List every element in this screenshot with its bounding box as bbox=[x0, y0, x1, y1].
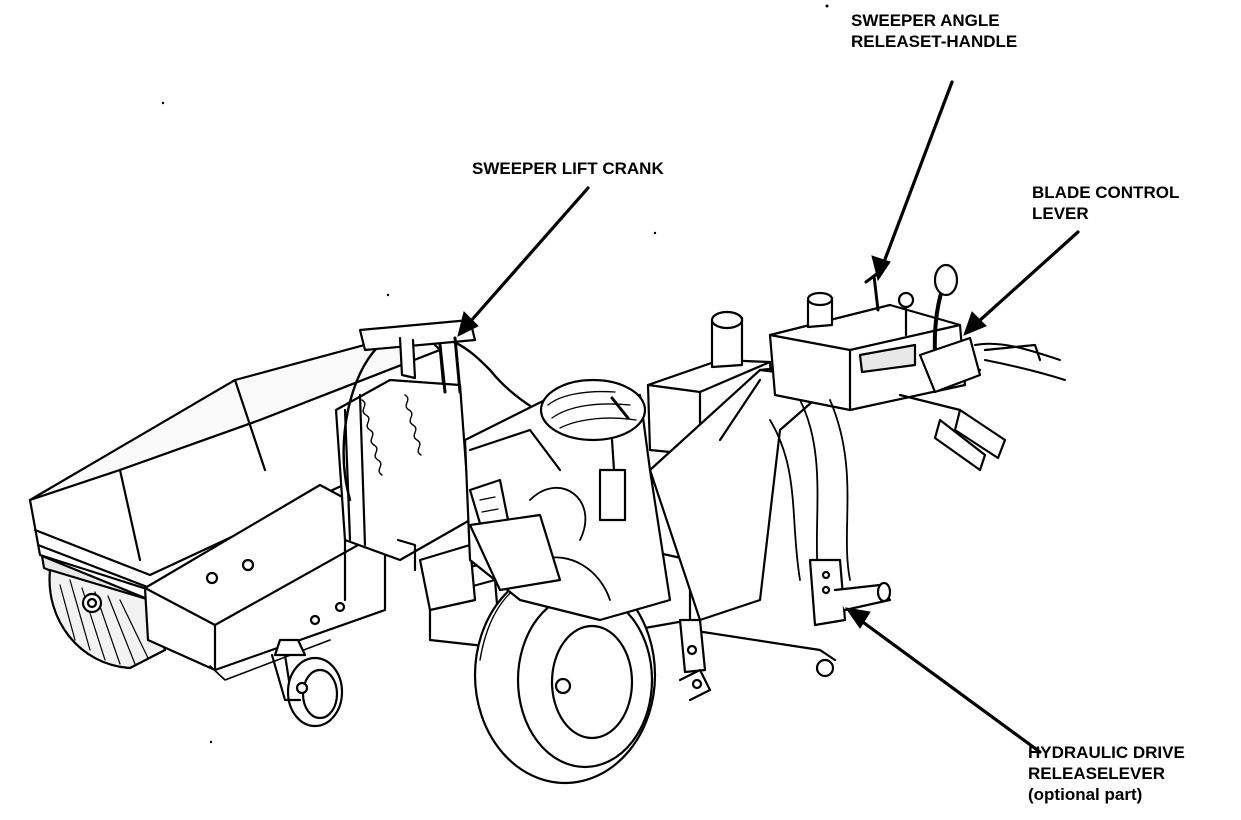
arrow-hydraulic-drive bbox=[858, 618, 1042, 754]
sweeper-cover-box bbox=[143, 483, 387, 681]
label-blade-control-line1: BLADE CONTROL bbox=[1032, 183, 1180, 202]
label-hydraulic-line3: (optional part) bbox=[1028, 785, 1143, 804]
arrow-sweeper-angle bbox=[882, 80, 954, 264]
label-blade-control-lever: BLADE CONTROL LEVER bbox=[1032, 182, 1179, 224]
arrowhead-blade-control bbox=[963, 311, 987, 336]
handlebar-grips bbox=[898, 342, 1066, 472]
arrowhead-sweeper-lift bbox=[457, 311, 479, 337]
rotary-brush bbox=[48, 568, 167, 670]
arrowhead-sweeper-angle bbox=[871, 255, 891, 282]
arrowhead-hydraulic-drive bbox=[844, 607, 871, 629]
arrow-sweeper-lift bbox=[468, 186, 590, 324]
label-hydraulic-line2: RELEASELEVER bbox=[1028, 764, 1165, 783]
label-sweeper-angle-line1: SWEEPER ANGLE bbox=[851, 11, 1000, 30]
callout-arrows bbox=[457, 80, 1080, 754]
label-hydraulic-drive-release: HYDRAULIC DRIVE RELEASELEVER (optional p… bbox=[1028, 742, 1185, 805]
label-sweeper-lift-line1: SWEEPER LIFT CRANK bbox=[472, 159, 664, 178]
caster-wheel bbox=[270, 638, 344, 728]
arrow-blade-control bbox=[976, 230, 1080, 324]
hydraulic-lever-linkage bbox=[678, 399, 892, 702]
control-console bbox=[768, 263, 982, 412]
label-sweeper-lift-crank: SWEEPER LIFT CRANK bbox=[472, 158, 664, 179]
engine-block bbox=[463, 378, 672, 622]
label-hydraulic-line1: HYDRAULIC DRIVE bbox=[1028, 743, 1185, 762]
label-blade-control-line2: LEVER bbox=[1032, 204, 1089, 223]
label-sweeper-angle-release: SWEEPER ANGLE RELEASET-HANDLE bbox=[851, 10, 1017, 52]
label-sweeper-angle-line2: RELEASET-HANDLE bbox=[851, 32, 1018, 51]
rear-wheel bbox=[473, 565, 657, 785]
scan-specks bbox=[161, 4, 829, 744]
